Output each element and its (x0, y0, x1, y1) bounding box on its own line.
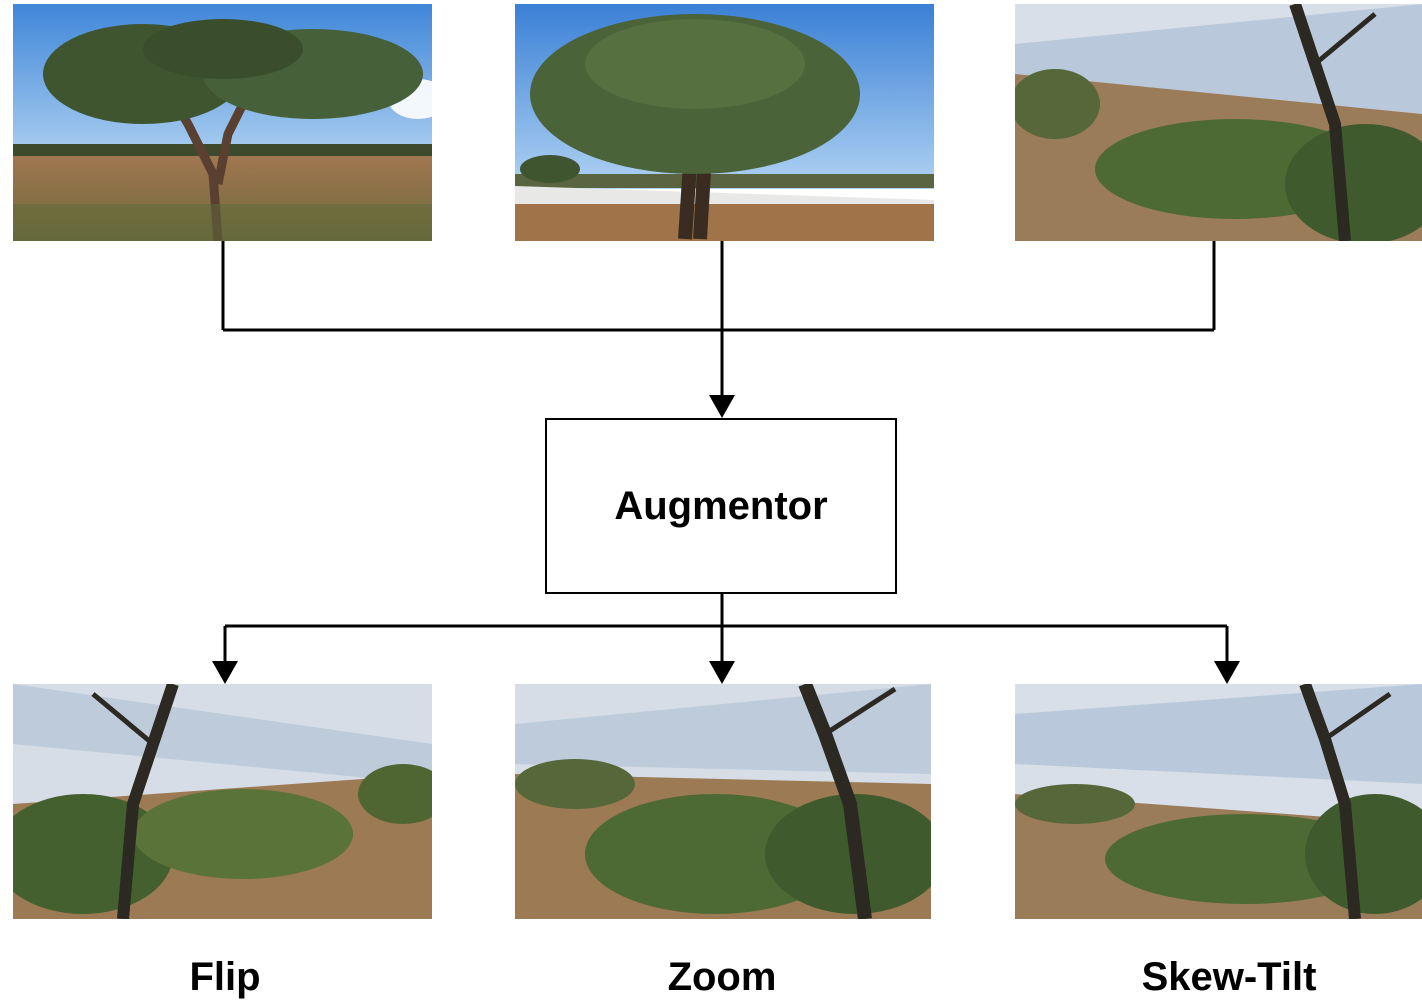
zoom-output-photo (515, 684, 931, 919)
arrowhead-to-zoom (709, 661, 735, 684)
arrowhead-to-flip (212, 661, 238, 684)
augmentor-box: Augmentor (545, 418, 897, 594)
caption-zoom: Zoom (667, 955, 777, 999)
caption-flip: Flip (189, 955, 261, 999)
input-photo-1 (13, 4, 432, 241)
flip-output-photo (13, 684, 432, 919)
augmentor-label: Augmentor (614, 483, 828, 528)
input-photo-3 (1015, 4, 1422, 241)
arrowhead-to-augmentor (709, 395, 735, 418)
arrowhead-to-skew-tilt (1214, 661, 1240, 684)
skew-tilt-output-photo (1015, 684, 1422, 919)
caption-skew-tilt: Skew-Tilt (1141, 955, 1317, 999)
input-photo-2 (515, 4, 934, 241)
